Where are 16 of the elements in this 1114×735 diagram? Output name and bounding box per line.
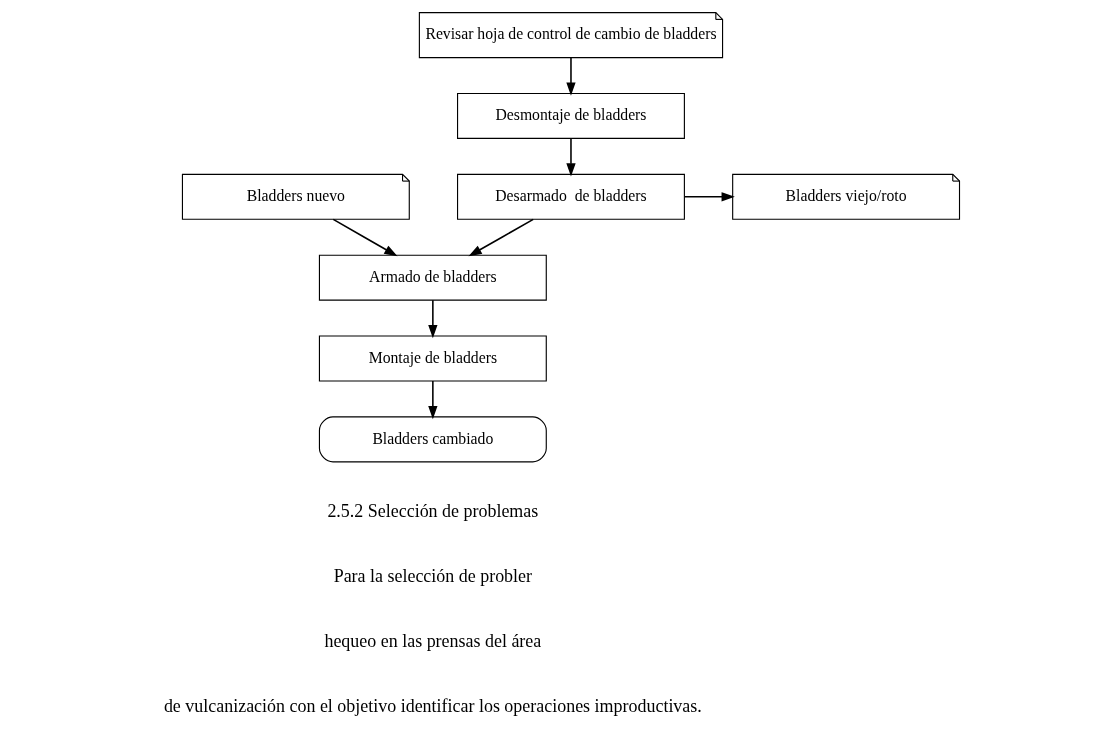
arrow — [565, 137, 576, 177]
label: hequeo en las prensas del área — [323, 630, 541, 651]
arrow — [427, 299, 437, 339]
arrow — [427, 380, 437, 420]
node-box: Desarmado de bladders — [456, 173, 685, 220]
label: 2.5.2 Selección de problemas — [326, 500, 538, 521]
node-box: Armado de bladders — [318, 254, 547, 301]
node-box: Desmontaje de bladders — [456, 92, 685, 139]
node-box: Montaje de bladders — [318, 335, 547, 382]
label: Para la selección de probler — [333, 565, 532, 586]
label: de vulcanización con el objetivo identificar los operaciones improductivas. — [163, 696, 702, 717]
arrow — [565, 56, 576, 96]
node-box: Bladders cambiado — [318, 416, 547, 463]
arrow — [332, 218, 398, 257]
arrow — [468, 218, 534, 257]
arrow — [683, 192, 735, 202]
